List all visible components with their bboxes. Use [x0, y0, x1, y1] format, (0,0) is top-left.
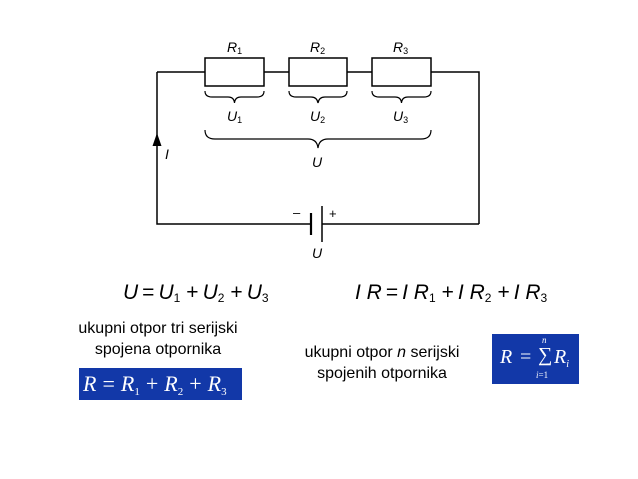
voltage-sum-equation: U=U1+U2+U3	[123, 281, 269, 305]
caption-three-line2: spojena otpornika	[94, 341, 222, 358]
resistor-label-r1: R1	[227, 39, 242, 56]
resistor-r3	[371, 57, 432, 87]
caption-three-series: ukupni otpor tri serijski spojena otporn…	[58, 318, 258, 360]
caption-three-line1: ukupni otpor tri serijski	[78, 320, 238, 337]
battery-minus-sign: –	[293, 205, 301, 220]
resistor-r1	[204, 57, 265, 87]
brace-total-u	[204, 129, 432, 149]
caption-n-series: ukupni otpor n serijski spojenih otporni…	[282, 342, 482, 384]
voltage-label-u1: U1	[227, 108, 242, 125]
formula-n-series: R = n ∑ i=1 Ri	[492, 334, 579, 384]
ir-sum-equation: I R=I R1+I R2+I R3	[355, 281, 548, 305]
resistor-r2	[288, 57, 348, 87]
caption-n-line1: ukupni otpor n serijski	[304, 344, 460, 361]
brace-u2	[288, 90, 348, 104]
current-arrow	[152, 133, 162, 146]
formula-three-series: R=R1+R2+R3	[79, 368, 242, 400]
formula-n-eq: =	[520, 346, 532, 368]
voltage-label-u3: U3	[393, 108, 408, 125]
resistor-label-r3: R3	[393, 39, 408, 56]
battery-voltage-label: U	[312, 245, 323, 261]
voltage-label-u2: U2	[310, 108, 325, 125]
brace-u1	[204, 90, 265, 104]
formula-n-lower: i=1	[536, 370, 549, 380]
caption-n-line2: spojenih otpornika	[317, 365, 447, 382]
brace-u3	[371, 90, 432, 104]
formula-n-upper: n	[542, 335, 547, 345]
formula-n-lhs: R	[500, 346, 513, 368]
sum-icon: ∑	[538, 344, 553, 366]
wire-top-right	[431, 71, 480, 224]
formula-n-term: Ri	[554, 346, 569, 370]
wire-bottom-left	[156, 72, 311, 225]
current-label: I	[165, 146, 169, 162]
battery-plus-sign: +	[329, 206, 337, 221]
resistor-label-r2: R2	[310, 39, 325, 56]
voltage-label-total: U	[312, 154, 323, 170]
